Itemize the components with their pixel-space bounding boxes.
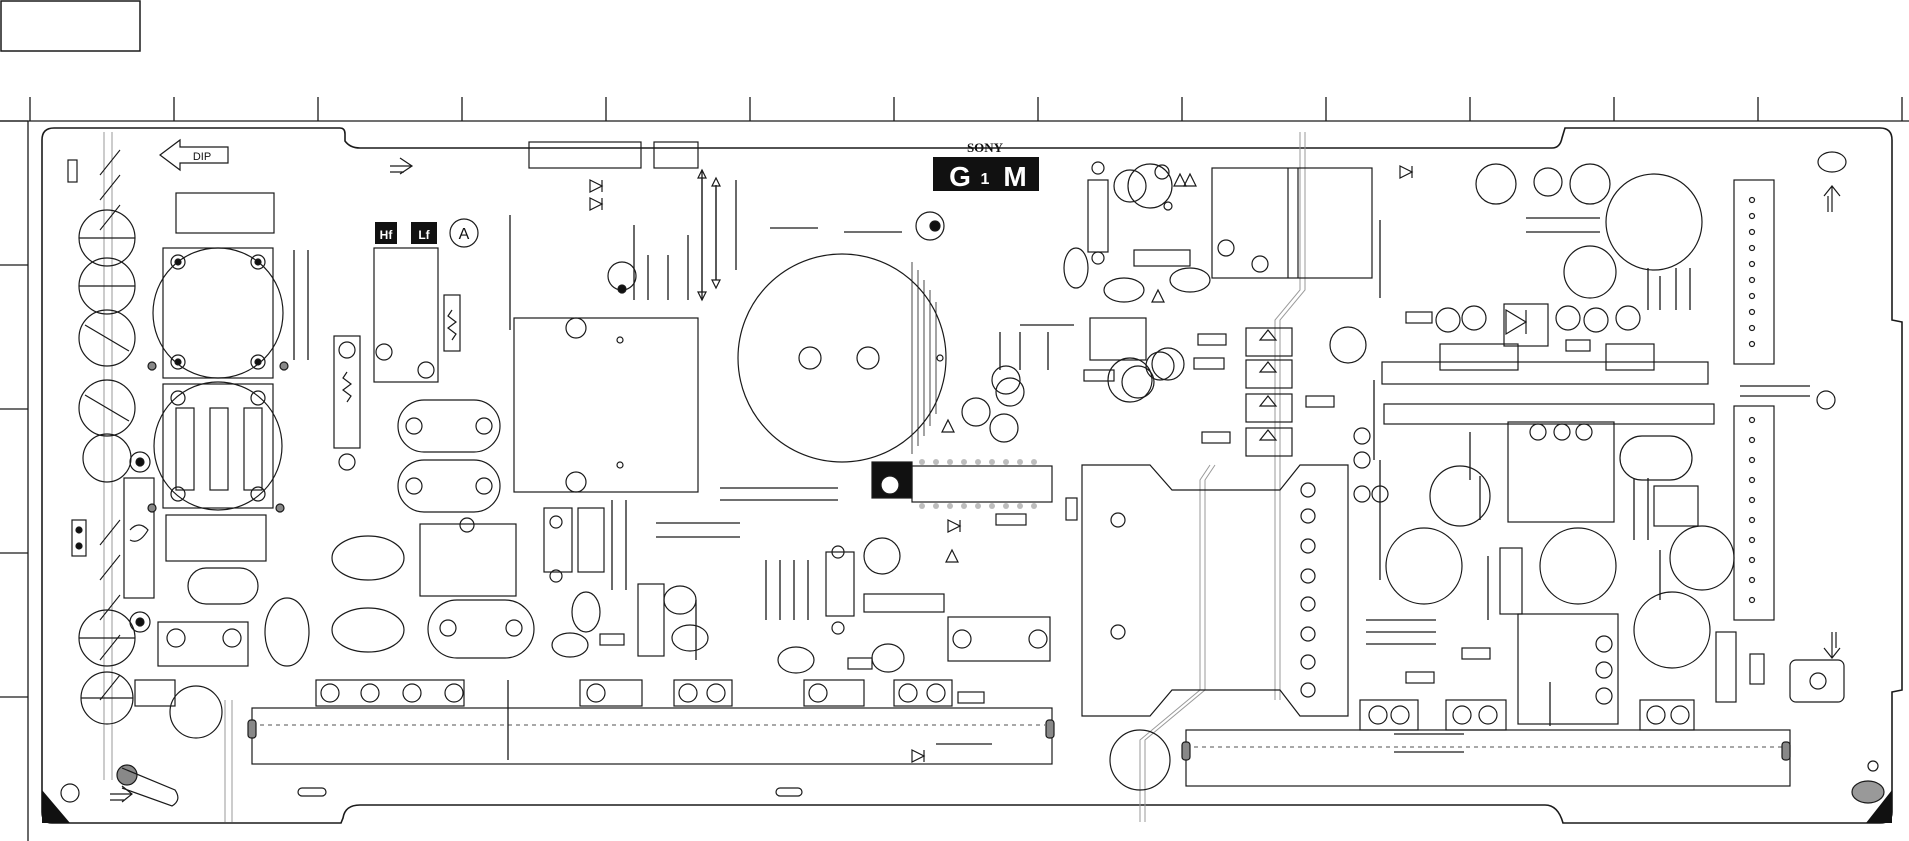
cap-hatching bbox=[912, 262, 936, 454]
resistor bbox=[1134, 250, 1190, 266]
grid-ruler-left bbox=[0, 121, 28, 841]
resistor bbox=[544, 508, 572, 572]
oval-device bbox=[672, 625, 708, 651]
cap-right bbox=[1670, 526, 1734, 590]
heatsink-block bbox=[514, 318, 698, 492]
large-cap bbox=[170, 686, 222, 738]
oval-device bbox=[872, 644, 904, 672]
choke-box bbox=[420, 524, 516, 596]
large-cap-right bbox=[1606, 174, 1702, 270]
board-id-digit: 1 bbox=[981, 171, 990, 188]
bottom-heatsink-right bbox=[1186, 730, 1790, 786]
transformer-lower-left bbox=[148, 382, 284, 512]
transistor-symbols bbox=[550, 162, 1608, 634]
connector-small bbox=[135, 680, 175, 706]
pin-column bbox=[1301, 483, 1315, 697]
ic-box bbox=[1654, 486, 1698, 526]
board-id-suffix: M bbox=[1003, 161, 1026, 192]
bottom-pads bbox=[316, 680, 1694, 730]
coupler-box bbox=[948, 617, 1050, 661]
oval-device bbox=[1104, 278, 1144, 302]
cap-right bbox=[1634, 592, 1710, 668]
oval-device bbox=[572, 592, 600, 632]
small-part bbox=[1750, 654, 1764, 684]
driver-module bbox=[1384, 404, 1714, 424]
oval-device bbox=[552, 633, 588, 657]
heatsink-outline bbox=[1082, 465, 1348, 716]
transformer-top-left bbox=[148, 248, 288, 378]
capacitor-box bbox=[188, 568, 258, 604]
oval-device bbox=[1064, 248, 1088, 288]
connector-vertical bbox=[1734, 180, 1774, 364]
circle-a-label: A bbox=[459, 226, 470, 243]
grid-ruler-top bbox=[0, 97, 1909, 121]
resistor bbox=[826, 552, 854, 616]
cap-lens bbox=[332, 608, 404, 652]
cap-right bbox=[1540, 528, 1616, 604]
resistor-board bbox=[334, 336, 360, 448]
resistor bbox=[1500, 548, 1522, 614]
corner-mark-left bbox=[42, 790, 70, 823]
oval-cap bbox=[398, 400, 500, 452]
resistor bbox=[578, 508, 604, 572]
arrow-down-icon bbox=[1824, 632, 1840, 658]
hf-logo-text: Hf bbox=[380, 228, 394, 242]
arrow-up-icon bbox=[1824, 186, 1840, 212]
mount-pad bbox=[1852, 781, 1884, 803]
silkscreen-box bbox=[654, 142, 698, 168]
hatch-left bbox=[100, 150, 120, 700]
resistor bbox=[1716, 632, 1736, 702]
title-block bbox=[1, 1, 140, 51]
cap-right bbox=[1386, 528, 1462, 604]
capacitor-box bbox=[166, 515, 266, 561]
module-box bbox=[1518, 614, 1618, 724]
arrow-right-icon bbox=[110, 786, 132, 802]
coil-box bbox=[1620, 436, 1692, 480]
oval-device bbox=[1170, 268, 1210, 292]
ic-chip bbox=[912, 466, 1052, 502]
main-electrolytic-cap bbox=[738, 254, 946, 462]
oval-cap bbox=[428, 600, 534, 658]
resistor bbox=[864, 594, 944, 612]
faint-traces bbox=[104, 132, 1305, 822]
dip-label: DIP bbox=[193, 151, 211, 163]
module-box bbox=[1790, 660, 1844, 702]
cap-right bbox=[1430, 466, 1490, 526]
oval-cap bbox=[398, 460, 500, 512]
jumper-wires bbox=[294, 170, 1810, 760]
arrow-right-icon bbox=[390, 158, 412, 174]
mount-hole bbox=[1817, 391, 1835, 409]
connector-pins bbox=[1750, 198, 1755, 347]
connector-pins bbox=[1750, 418, 1755, 603]
connector-block bbox=[1606, 344, 1654, 370]
oval-device bbox=[778, 647, 814, 673]
capacitor-box bbox=[176, 193, 274, 233]
module-box bbox=[1508, 422, 1614, 522]
cap-right bbox=[1564, 246, 1616, 298]
left-cap-column bbox=[61, 160, 178, 806]
board-id-prefix: G bbox=[949, 161, 971, 192]
driver-module bbox=[1382, 362, 1708, 384]
connector-block bbox=[1440, 344, 1518, 370]
transformer-top-right bbox=[1212, 168, 1372, 278]
resistor bbox=[638, 584, 664, 656]
sony-logo: SONY bbox=[967, 140, 1004, 155]
mount-hole bbox=[1818, 152, 1846, 172]
board-outline bbox=[42, 128, 1902, 823]
oval-device bbox=[664, 586, 696, 614]
test-point-arrows bbox=[698, 170, 720, 300]
lf-logo-text: Lf bbox=[418, 228, 430, 242]
diode-symbols bbox=[590, 166, 1526, 762]
bottom-heatsink-left bbox=[252, 708, 1052, 764]
cap-lens bbox=[332, 536, 404, 580]
silkscreen-box bbox=[529, 142, 641, 168]
resistor bbox=[1088, 180, 1108, 252]
bridge-rectifier bbox=[158, 622, 248, 666]
ic-small bbox=[1090, 318, 1146, 360]
cap-lens bbox=[265, 598, 309, 666]
